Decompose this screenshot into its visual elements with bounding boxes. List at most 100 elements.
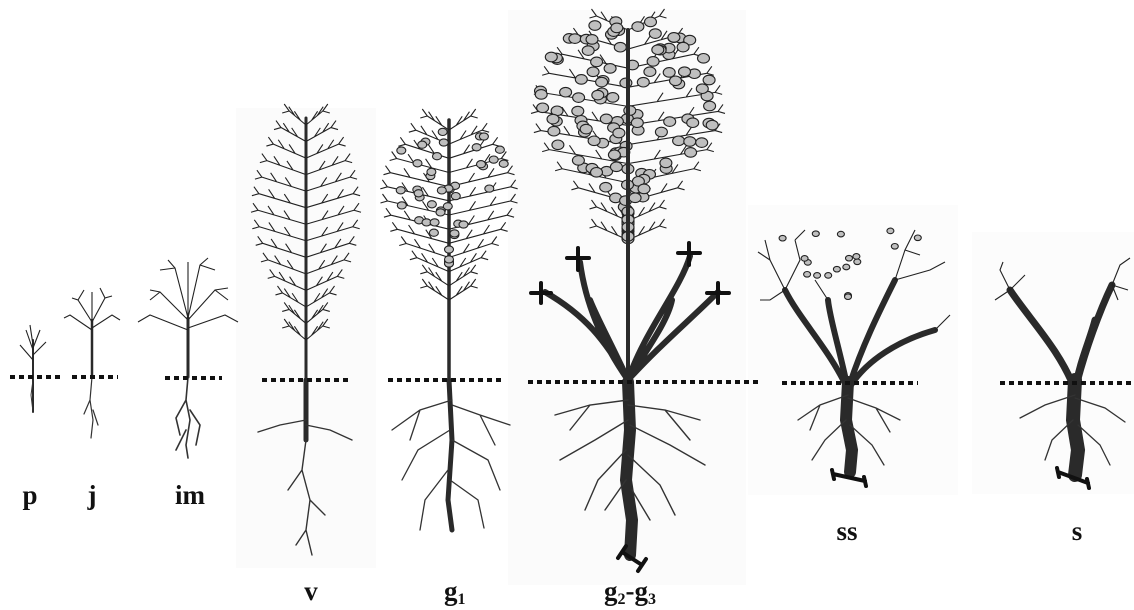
- flower-bud: [588, 136, 600, 146]
- flower-bud: [479, 133, 488, 140]
- flower-bud: [854, 259, 861, 265]
- flower-bud: [801, 256, 808, 262]
- flower-bud: [472, 144, 481, 151]
- stage-label-s: s: [1072, 516, 1083, 546]
- flower-bud: [499, 160, 508, 167]
- flower-bud: [592, 90, 604, 100]
- flower-bud: [632, 22, 644, 32]
- flower-bud: [439, 139, 448, 146]
- flower-bud: [495, 146, 504, 153]
- flower-bud: [418, 141, 427, 148]
- flower-bud: [673, 136, 685, 146]
- flower-bud: [647, 57, 659, 67]
- flower-bud: [696, 84, 708, 94]
- flower-bud: [451, 193, 460, 200]
- flower-bud: [663, 68, 675, 78]
- flower-bud: [814, 273, 821, 279]
- flower-bud: [600, 182, 612, 192]
- flower-bud: [445, 256, 454, 263]
- flower-bud: [545, 52, 557, 62]
- flower-bud: [696, 138, 708, 148]
- flower-bud: [586, 35, 598, 45]
- flower-bud: [629, 193, 641, 203]
- flower-bud: [427, 201, 436, 208]
- flower-bud: [613, 128, 625, 138]
- flower-bud: [582, 46, 594, 56]
- flower-bud: [573, 93, 585, 103]
- flower-bud: [477, 161, 486, 168]
- flower-bud: [677, 42, 689, 52]
- flower-bud: [914, 235, 921, 241]
- flower-bud: [685, 148, 697, 158]
- flower-bud: [631, 118, 643, 128]
- stage-label-p: p: [22, 480, 37, 510]
- flower-bud: [397, 202, 406, 209]
- stage-label-g1: g1: [444, 576, 466, 608]
- flower-bud: [891, 244, 898, 250]
- flower-bud: [610, 162, 622, 172]
- flower-bud: [580, 124, 592, 134]
- stage-label-im: im: [175, 480, 206, 510]
- flower-bud: [587, 67, 599, 77]
- flower-bud: [846, 255, 853, 261]
- flower-bud: [591, 168, 603, 178]
- flower-bud: [575, 75, 587, 85]
- flower-bud: [655, 127, 667, 137]
- plant-j: [64, 288, 120, 438]
- flower-bud: [397, 147, 406, 154]
- flower-bud: [779, 235, 786, 241]
- flower-bud: [684, 137, 696, 147]
- flower-bud: [644, 67, 656, 77]
- flower-bud: [887, 228, 894, 234]
- flower-bud: [433, 153, 442, 160]
- flower-bud: [804, 272, 811, 278]
- flower-bud: [547, 114, 559, 124]
- flower-bud: [429, 229, 438, 236]
- flower-bud: [596, 77, 608, 87]
- flower-bud: [843, 264, 850, 270]
- flower-bud: [614, 42, 626, 52]
- flower-bud: [535, 90, 547, 100]
- flower-bud: [706, 120, 718, 130]
- stage-label-ss: ss: [836, 516, 857, 546]
- flower-bud: [825, 273, 832, 279]
- flower-bud: [652, 45, 664, 55]
- flower-bud: [679, 67, 691, 77]
- flower-bud: [537, 103, 549, 113]
- flower-bud: [645, 17, 657, 27]
- plant-g1: [380, 109, 517, 530]
- flower-bud: [660, 158, 672, 168]
- flower-bud: [668, 33, 680, 43]
- panel-s: [972, 232, 1134, 494]
- plant-p: [20, 325, 46, 412]
- flower-bud: [548, 126, 560, 136]
- flower-bud: [430, 219, 439, 226]
- flower-bud: [459, 221, 468, 228]
- flower-bud: [611, 23, 623, 33]
- stage-label-j: j: [87, 480, 97, 510]
- flower-bud: [837, 231, 844, 237]
- flower-bud: [589, 21, 601, 31]
- flower-bud: [414, 190, 423, 197]
- flower-bud: [489, 156, 498, 163]
- flower-bud: [572, 106, 584, 116]
- flower-bud: [572, 156, 584, 166]
- flower-bud: [687, 118, 699, 128]
- flower-bud: [704, 101, 716, 111]
- flower-bud: [664, 117, 676, 127]
- flower-bud: [427, 168, 436, 175]
- flower-bud: [445, 246, 454, 253]
- flower-bud: [569, 34, 581, 44]
- flower-bud: [607, 93, 619, 103]
- flower-bud: [649, 29, 661, 39]
- flower-bud: [443, 203, 452, 210]
- flower-bud: [638, 184, 650, 194]
- flower-bud: [450, 230, 459, 237]
- flower-bud: [437, 187, 446, 194]
- stage-label-v: v: [304, 576, 318, 606]
- flower-bud: [853, 254, 860, 260]
- plant-g1-buds: [396, 128, 508, 267]
- flower-bud: [608, 150, 620, 160]
- flower-bud: [698, 54, 710, 64]
